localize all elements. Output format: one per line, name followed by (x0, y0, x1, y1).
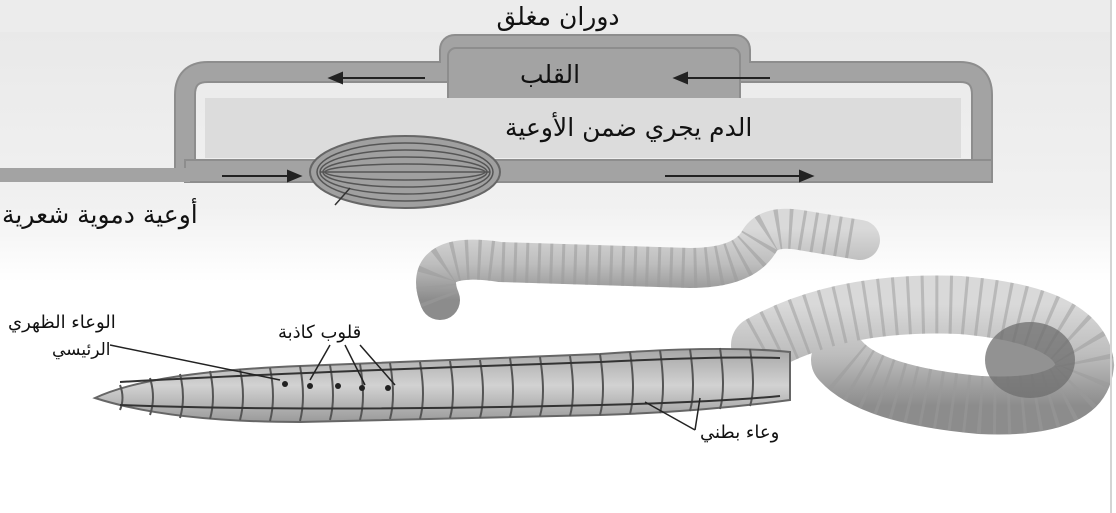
heart-label: القلب (520, 60, 580, 89)
capillary-bed (310, 136, 500, 208)
dorsal-vessel-label-line2: الرئيسي (52, 340, 110, 360)
capillaries-label: أوعية دموية شعرية (2, 200, 198, 229)
incoming-vessel (0, 168, 190, 182)
dorsal-vessel-label: الوعاء الظهري (8, 312, 116, 333)
figure-title: دوران مغلق (0, 2, 1116, 31)
blood-in-vessels-label: الدم يجري ضمن الأوعية (505, 113, 752, 142)
right-edge-divider (1110, 0, 1112, 513)
pseudo-hearts-label: قلوب كاذبة (278, 322, 361, 343)
ventral-vessel-label: وعاء بطني (700, 422, 779, 443)
